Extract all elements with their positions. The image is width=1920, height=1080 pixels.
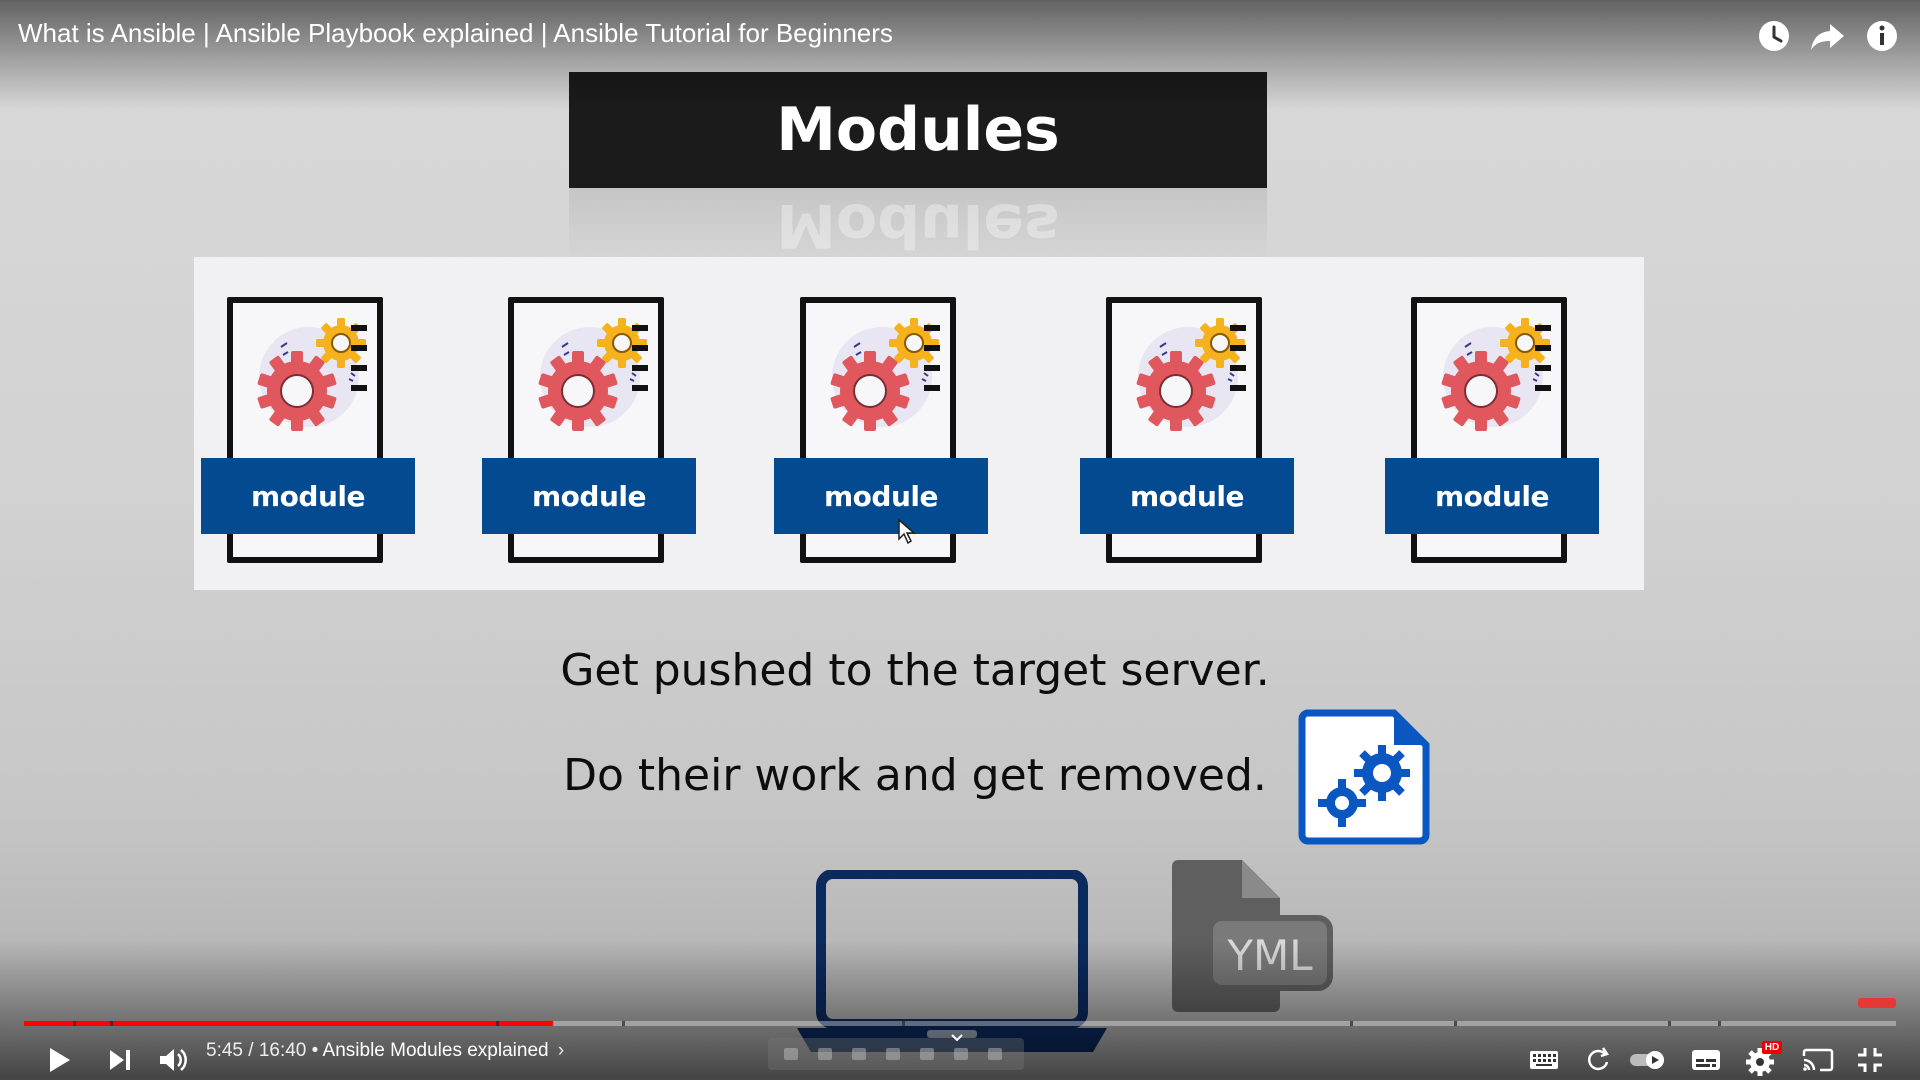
keyboard-icon[interactable] [1522,1038,1566,1080]
next-icon[interactable] [98,1038,142,1080]
camera-icon [852,1048,866,1060]
pen-icon [920,1048,934,1060]
slide-line-1: Get pushed to the target server. [560,645,1270,696]
chapter-marker [902,1021,905,1026]
time-separator: / [242,1040,259,1061]
chapter-marker [1350,1021,1353,1026]
autoplay-toggle[interactable] [1624,1038,1670,1080]
chapter-marker [622,1021,625,1026]
refresh-icon [954,1048,968,1060]
gears-icon [257,318,366,431]
gears-icon [538,318,647,431]
pin-icon [784,1048,798,1060]
gears-icon [1136,318,1245,431]
chapter-separator: • [306,1040,323,1061]
gears-icon [1441,318,1550,431]
document-lines [1535,325,1551,405]
settings-icon[interactable] [1740,1038,1784,1080]
document-lines [351,325,367,405]
mouse-cursor-icon [898,519,916,545]
document-lines [924,325,940,405]
gear-icon [988,1048,1002,1060]
chapter-marker [110,1021,113,1026]
watch-later-icon[interactable] [1754,16,1794,56]
share-icon[interactable] [1808,16,1848,56]
module-card: module [774,297,988,567]
video-title[interactable]: What is Ansible | Ansible Playbook expla… [18,18,893,48]
top-overlay [0,0,1920,110]
play-icon[interactable] [36,1038,80,1080]
time-current: 5:45 [206,1040,243,1061]
chapter-marker [1718,1021,1721,1026]
module-label: module [201,458,415,534]
progress-bar[interactable] [24,1021,1896,1026]
time-display: 5:45 / 16:40 • Ansible Modules explained… [206,1040,564,1066]
module-card: module [1080,297,1294,567]
folder-icon [818,1048,832,1060]
document-lines [632,325,648,405]
chapter-marker [496,1021,499,1026]
hd-badge: HD [1762,1041,1782,1054]
module-card: module [1385,297,1599,567]
cast-icon[interactable] [1796,1038,1840,1080]
chapter-marker [73,1021,76,1026]
config-file-icon [1298,709,1430,845]
chapter-marker [1668,1021,1671,1026]
module-label: module [482,458,696,534]
slide-line-2: Do their work and get removed. [563,750,1267,801]
progress-played [24,1021,554,1026]
exit-fullscreen-icon[interactable] [1848,1038,1892,1080]
loop-icon[interactable] [1576,1038,1620,1080]
frame-toolbar [768,1034,1024,1070]
gears-icon [830,318,939,431]
module-label: module [774,458,988,534]
time-total: 16:40 [258,1040,307,1061]
bottom-overlay [0,940,1920,1080]
subscribe-watermark[interactable] [1858,998,1896,1008]
volume-icon[interactable] [150,1038,194,1080]
module-card: module [201,297,415,567]
chevron-down-icon[interactable] [950,1032,964,1044]
crop-icon [886,1048,900,1060]
slide-title-reflection: Modules [569,188,1267,260]
info-icon[interactable] [1862,16,1902,56]
chapter-marker [1454,1021,1457,1026]
module-label: module [1385,458,1599,534]
module-card: module [482,297,696,567]
subtitles-icon[interactable] [1684,1038,1728,1080]
module-label: module [1080,458,1294,534]
chevron-right-icon[interactable]: › [557,1040,565,1061]
document-lines [1230,325,1246,405]
slide-title-reflection-text: Modules [776,190,1060,260]
chapter-title[interactable]: Ansible Modules explained [322,1040,549,1061]
